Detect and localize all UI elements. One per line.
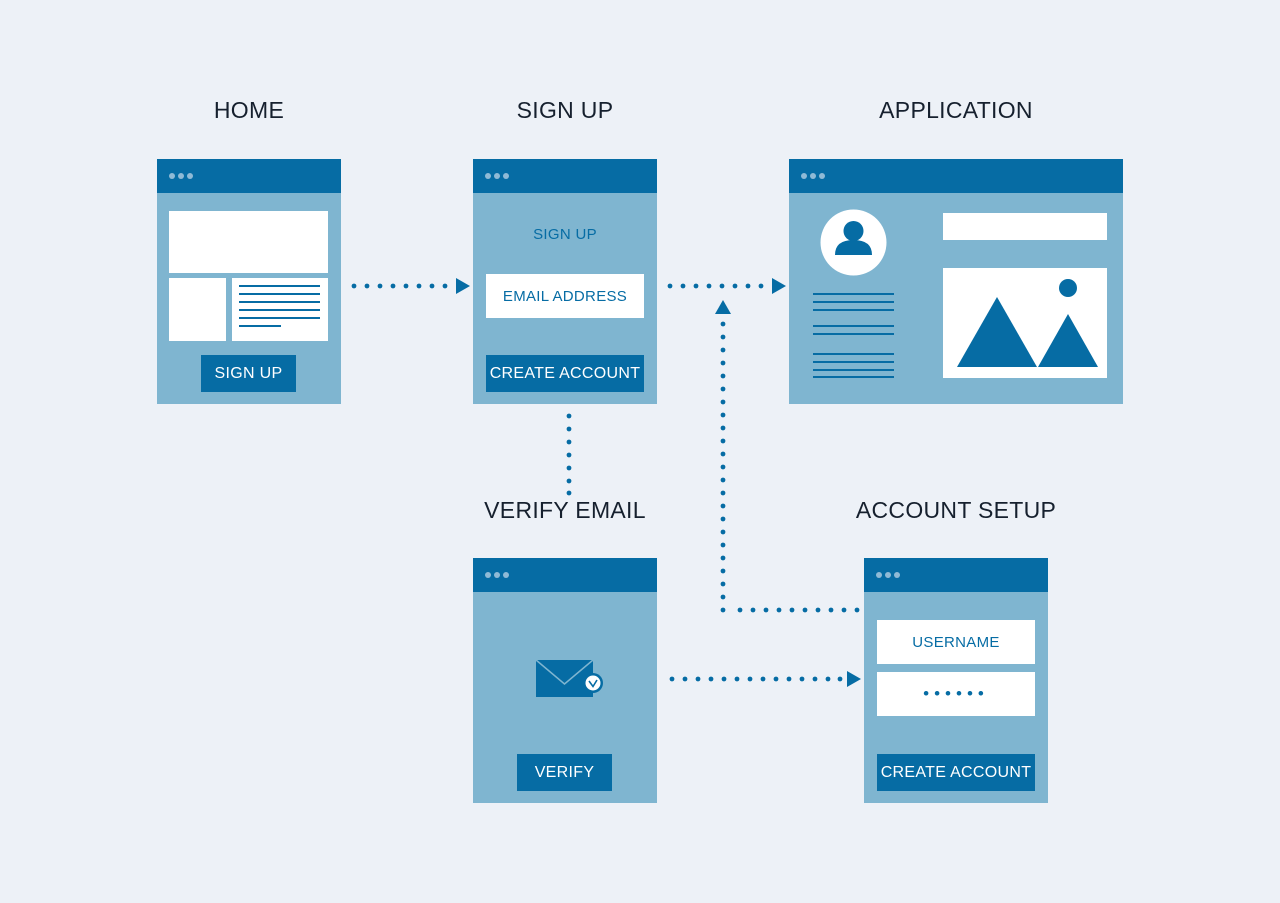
window-titlebar — [864, 558, 1048, 592]
window-dots-icon — [485, 572, 509, 578]
password-field[interactable]: •••••• — [877, 672, 1035, 716]
window-titlebar — [789, 159, 1123, 193]
window-dots-icon — [169, 173, 193, 179]
checkmark-icon — [583, 673, 603, 693]
hero-placeholder — [169, 211, 328, 273]
connector-verify-to-account-setup — [669, 671, 861, 687]
image-icon — [957, 279, 1098, 367]
verify-button[interactable]: VERIFY — [517, 754, 612, 791]
create-account-button[interactable]: CREATE ACCOUNT — [877, 754, 1035, 791]
window-dots-icon — [801, 173, 825, 179]
window-dots-icon — [876, 572, 900, 578]
arrowhead-right-icon — [772, 278, 786, 294]
connector-home-to-signup — [351, 278, 470, 294]
header-placeholder — [943, 213, 1107, 240]
application-title: APPLICATION — [879, 97, 1033, 123]
window-titlebar — [473, 159, 657, 193]
connector-signup-to-verify — [566, 413, 572, 496]
arrowhead-right-icon — [847, 671, 861, 687]
signup-title: SIGN UP — [516, 97, 614, 123]
thumbnail-placeholder — [169, 278, 226, 341]
arrowhead-right-icon — [456, 278, 470, 294]
arrowhead-up-icon — [715, 300, 731, 314]
home-window: SIGN UP — [157, 159, 341, 404]
connector-account-setup-to-application — [715, 300, 860, 613]
signup-button[interactable]: SIGN UP — [201, 355, 296, 392]
connector-signup-to-application — [667, 278, 786, 294]
envelope-icon — [535, 659, 603, 697]
email-field[interactable]: EMAIL ADDRESS — [486, 274, 644, 318]
account-setup-title: ACCOUNT SETUP — [855, 497, 1057, 523]
account-setup-window: USERNAME •••••• CREATE ACCOUNT — [864, 558, 1048, 803]
text-block-placeholder — [232, 278, 328, 341]
avatar-icon — [820, 209, 887, 276]
window-titlebar — [157, 159, 341, 193]
window-titlebar — [473, 558, 657, 592]
application-window — [789, 159, 1123, 404]
username-field[interactable]: USERNAME — [877, 620, 1035, 664]
signup-heading: SIGN UP — [533, 226, 597, 243]
signup-window: SIGN UP EMAIL ADDRESS CREATE ACCOUNT — [473, 159, 657, 404]
verify-email-window: VERIFY — [473, 558, 657, 803]
home-title: HOME — [213, 97, 285, 123]
create-account-button[interactable]: CREATE ACCOUNT — [486, 355, 644, 392]
image-placeholder — [943, 268, 1107, 378]
window-dots-icon — [485, 173, 509, 179]
verify-email-title: VERIFY EMAIL — [484, 497, 646, 523]
